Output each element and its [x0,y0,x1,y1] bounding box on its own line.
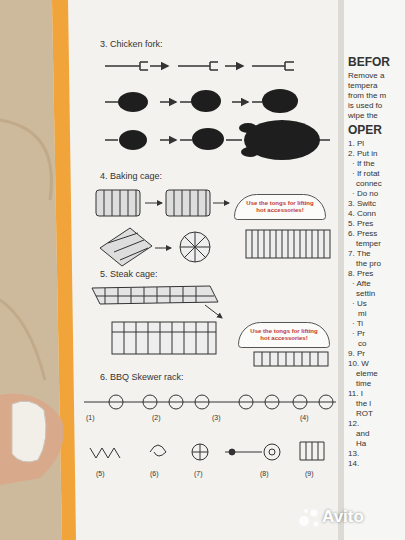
manual-text: BEFOR [348,56,390,69]
callout-number: (5) [96,470,105,478]
manual-text: 8. Pres [348,270,373,279]
manual-text: 11. I [348,390,363,399]
callout-number: (7) [194,470,203,478]
manual-text: 3. Switc [348,200,376,209]
manual-text: · If rotat [352,170,380,179]
manual-text: · Us [352,300,367,309]
manual-text: 9. Pr [348,350,365,359]
manual-text: ROT [356,410,373,419]
manual-text: · Ti [352,320,363,329]
manual-text: 7. The [348,250,371,259]
manual-text: tempera [348,82,377,91]
manual-text: and [356,430,369,439]
section-heading: 3. Chicken fork: [100,40,163,50]
callout-number: (4) [300,414,309,422]
manual-text: the pro [356,260,381,269]
callout-number: (3) [212,414,221,422]
manual-text: eleme [356,370,378,379]
manual-text: · If the [352,160,375,169]
section-heading: 4. Baking cage: [100,172,162,182]
manual-text: 4. Conn [348,210,376,219]
manual-text: wipe the [348,112,378,121]
callout-number: (9) [305,470,314,478]
manual-text: mi [358,310,366,319]
manual-text: connec [356,180,382,189]
callout-number: (2) [152,414,161,422]
manual-text: co [358,340,366,349]
manual-text: Ha [356,440,366,449]
warning-text: Use the tongs for lifting hot accessorie… [247,328,321,342]
manual-text: Remove a [348,72,384,81]
warning-bubble: Use the tongs for lifting hot accessorie… [238,322,330,348]
manual-text: is used fo [348,102,382,111]
manual-text: 10. W [348,360,369,369]
manual-text: 14. [348,460,359,469]
watermark: Avito [322,508,364,527]
manual-text: 2. Put in [348,150,377,159]
manual-text: · Pr [352,330,365,339]
manual-text: 13. [348,450,359,459]
manual-text: from the m [348,92,386,101]
manual-text: · Do no [352,190,378,199]
manual-text: settin [356,290,375,299]
manual-text: time [356,380,371,389]
callout-number: (6) [150,470,159,478]
warning-text: Use the tongs for lifting hot accessorie… [243,200,317,214]
warning-bubble: Use the tongs for lifting hot accessorie… [234,194,326,220]
manual-text: temper [356,240,381,249]
manual-text: · Afte [352,280,371,289]
section-heading: 6. BBQ Skewer rack: [100,373,184,383]
manual-text: 1. Pl [348,140,364,149]
manual-text: 6. Press [348,230,377,239]
manual-text: 12. [348,420,359,429]
section-heading: 5. Steak cage: [100,270,158,280]
callout-number: (8) [260,470,269,478]
manual-text: 5. Pres [348,220,373,229]
callout-number: (1) [86,414,95,422]
manual-text: OPER [348,124,382,137]
manual-text: the l [356,400,371,409]
